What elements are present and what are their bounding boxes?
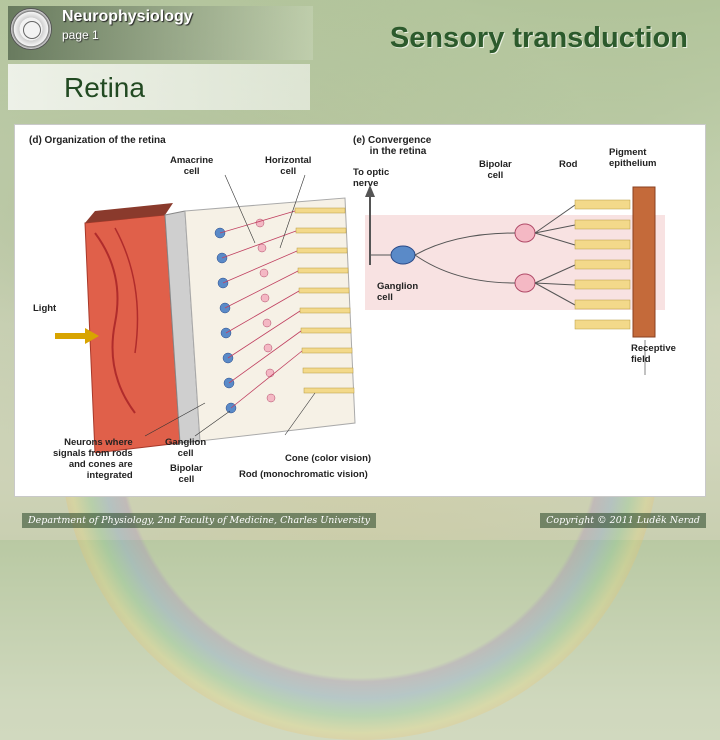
label-rod-e: Rod: [559, 159, 578, 170]
label-pigment-epithelium: Pigment epithelium: [609, 147, 657, 169]
label-bipolar-d: Bipolar cell: [170, 463, 203, 485]
label-horizontal: Horizontal cell: [265, 155, 312, 177]
header-band: [8, 6, 313, 60]
retina-convergence-diagram: [365, 185, 665, 375]
label-ganglion-e: Ganglion cell: [377, 281, 419, 303]
retina-organization-diagram: [55, 174, 356, 453]
panel-d-title: (d) Organization of the retina: [29, 135, 166, 146]
section-band: [8, 64, 310, 110]
page-label: page 1: [62, 28, 99, 42]
label-light: Light: [33, 303, 57, 314]
label-amacrine: Amacrine cell: [170, 155, 214, 177]
university-seal-icon: [10, 8, 52, 50]
label-rod-d: Rod (monochromatic vision): [239, 469, 368, 480]
label-optic-nerve: To optic nerve: [353, 167, 390, 189]
label-bipolar-e: Bipolar cell: [479, 159, 512, 181]
seal-inner-ring: [23, 21, 41, 39]
app-title: Neurophysiology: [62, 8, 193, 25]
retina-figure: (d) Organization of the retina Amacrine …: [14, 124, 706, 497]
section-title: Retina: [64, 72, 145, 103]
label-neurons: Neurons where signals from rods and cone…: [53, 437, 133, 481]
label-receptive-field: Receptive field: [631, 343, 676, 365]
label-ganglion-d: Ganglion cell: [165, 437, 207, 459]
panel-e-title: (e) Convergence in the retina: [353, 135, 432, 157]
footer-copyright: Copyright © 2011 Luděk Nerad: [540, 513, 706, 528]
footer-department: Department of Physiology, 2nd Faculty of…: [22, 513, 377, 528]
label-cone: Cone (color vision): [285, 453, 372, 464]
main-title: Sensory transduction: [389, 22, 688, 54]
